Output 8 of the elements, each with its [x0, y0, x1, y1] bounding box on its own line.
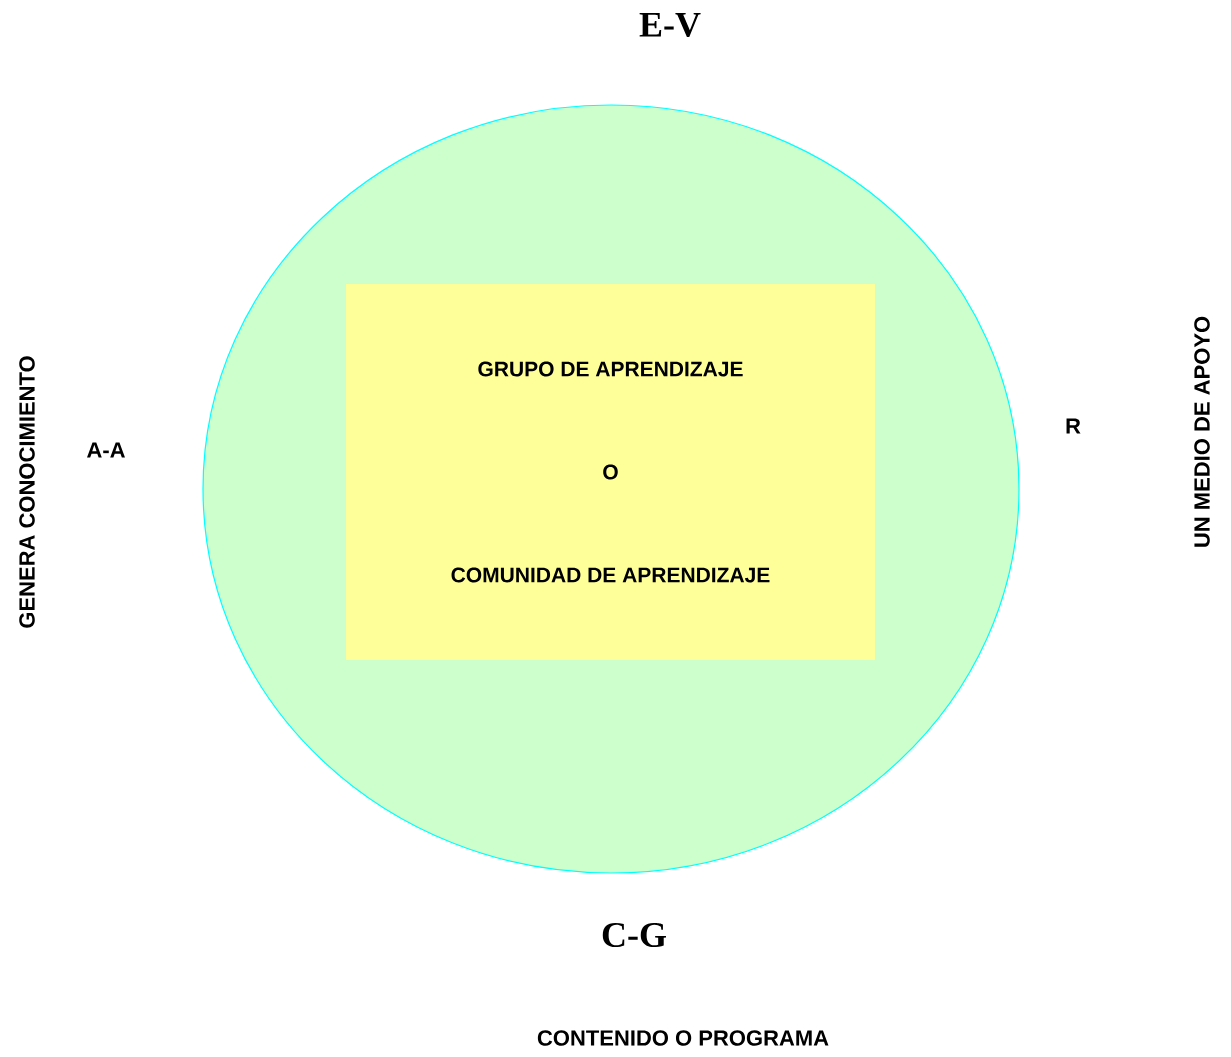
label: A-A	[87, 442, 125, 458]
label: R	[1066, 418, 1081, 434]
label: UN MEDIO DE APOYO	[1194, 316, 1210, 547]
label: CONTENIDO O PROGRAMA	[537, 1030, 829, 1046]
label: E-V	[639, 12, 701, 38]
label: GENERA CONOCIMIENTO	[19, 356, 35, 628]
text-box: GRUPO DE APRENDIZAJE O COMUNIDAD DE APRENDIZAJE	[346, 284, 875, 660]
label: C-G	[602, 922, 666, 948]
